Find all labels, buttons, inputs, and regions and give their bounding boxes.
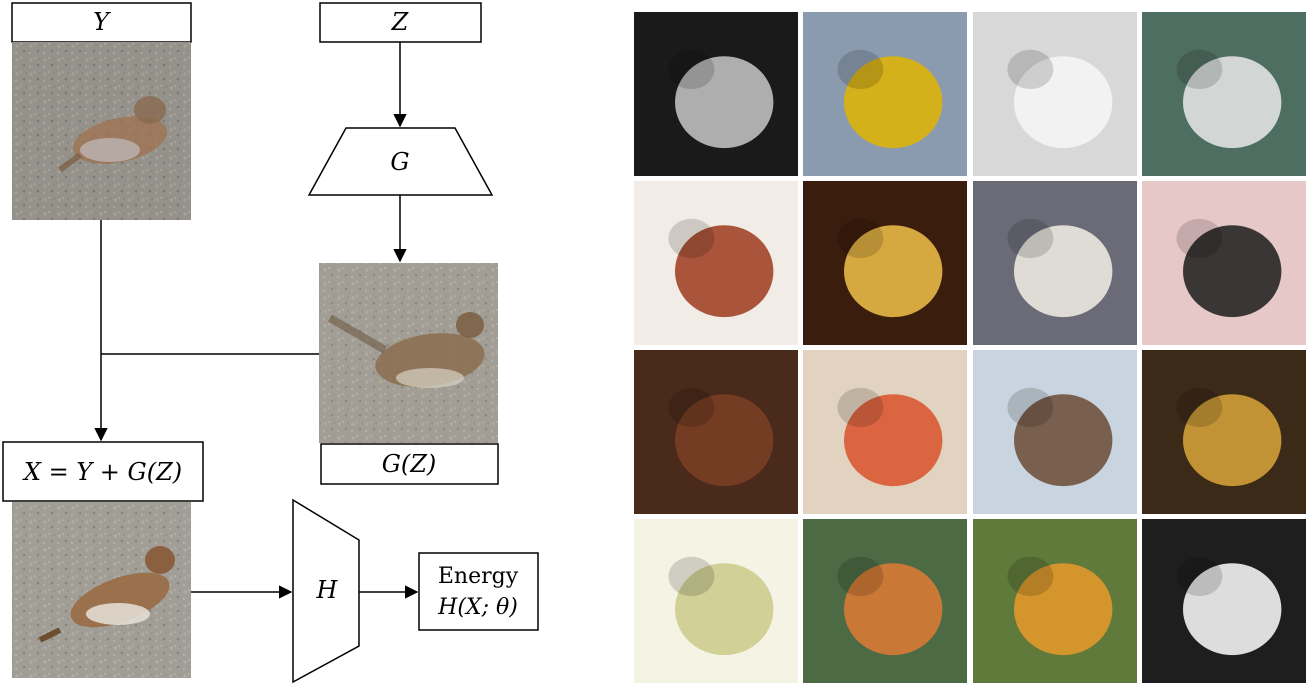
- energy-network-label: H: [316, 576, 339, 604]
- sample-tile-starfish: [803, 519, 967, 683]
- generator-label: G: [390, 148, 409, 176]
- x-equation-label: X = Y + G(Z): [22, 458, 182, 486]
- y-label-box: Y: [11, 2, 192, 43]
- z-label: Z: [391, 8, 410, 36]
- sample-tile-hound: [634, 350, 798, 514]
- sample-tile-daisies: [1142, 519, 1306, 683]
- gz-image: [319, 263, 498, 443]
- y-label: Y: [93, 8, 111, 36]
- generator-block: G: [307, 127, 494, 196]
- x-equation-box: X = Y + G(Z): [2, 441, 204, 502]
- energy-output-box: Energy H(X; θ): [418, 552, 539, 631]
- y-image: [12, 42, 191, 220]
- gz-label: G(Z): [382, 450, 437, 478]
- sample-tile-truck: [973, 12, 1137, 176]
- sample-tile-lamp: [803, 181, 967, 345]
- sample-tile-coffee-cup: [803, 350, 967, 514]
- sample-tile-cockatoo: [973, 181, 1137, 345]
- sample-tile-shell: [634, 519, 798, 683]
- energy-word: Energy: [438, 564, 519, 589]
- gz-label-box: G(Z): [320, 443, 499, 485]
- sample-tile-egret: [1142, 12, 1306, 176]
- sample-tile-dog: [1142, 181, 1306, 345]
- energy-network-block: H: [292, 498, 360, 684]
- sample-tile-butterfly: [973, 519, 1137, 683]
- sample-tile-tower: [973, 350, 1137, 514]
- sample-tile-bucket: [634, 12, 798, 176]
- sample-tile-rocking-chair: [634, 181, 798, 345]
- sample-tile-forklift: [803, 12, 967, 176]
- sample-tile-pineapple: [1142, 350, 1306, 514]
- x-image: [12, 502, 191, 678]
- sample-gallery: [634, 12, 1306, 683]
- energy-expression: H(X; θ): [437, 595, 518, 620]
- z-label-box: Z: [319, 2, 482, 43]
